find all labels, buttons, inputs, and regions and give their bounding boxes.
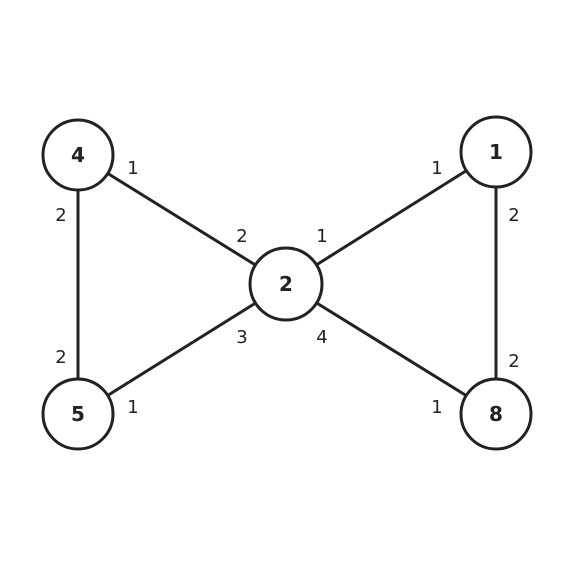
node-1: 1 bbox=[459, 115, 533, 189]
edge-4-2 bbox=[77, 153, 287, 286]
node-5-circle bbox=[41, 377, 115, 451]
port-label-5-to-2: 1 bbox=[127, 397, 138, 418]
port-label-4-to-2: 1 bbox=[127, 158, 138, 179]
node-4-label: 4 bbox=[71, 143, 85, 167]
port-label-1-to-2: 1 bbox=[431, 158, 442, 179]
port-label-2-to-5: 3 bbox=[236, 327, 247, 348]
node-8-label: 8 bbox=[489, 402, 503, 426]
port-label-8-to-1: 2 bbox=[508, 351, 519, 372]
node-1-circle bbox=[459, 115, 533, 189]
node-5-label: 5 bbox=[71, 402, 85, 426]
edge-2-5 bbox=[77, 282, 287, 416]
node-4: 4 bbox=[41, 118, 115, 192]
node-2: 2 bbox=[248, 246, 324, 322]
port-label-8-to-2: 1 bbox=[431, 397, 442, 418]
port-label-5-to-4: 2 bbox=[55, 347, 66, 368]
node-8: 8 bbox=[459, 377, 533, 451]
port-label-2-to-1: 1 bbox=[316, 226, 327, 247]
edge-2-8 bbox=[285, 282, 497, 416]
port-label-4-to-5: 2 bbox=[55, 205, 66, 226]
node-4-circle bbox=[41, 118, 115, 192]
node-8-circle bbox=[459, 377, 533, 451]
node-1-label: 1 bbox=[489, 140, 503, 164]
port-label-1-to-8: 2 bbox=[508, 205, 519, 226]
node-2-label: 2 bbox=[279, 272, 293, 296]
node-2-circle bbox=[248, 246, 324, 322]
node-5: 5 bbox=[41, 377, 115, 451]
port-label-2-to-4: 2 bbox=[236, 226, 247, 247]
edge-2-1 bbox=[285, 150, 497, 286]
port-label-2-to-8: 4 bbox=[316, 327, 327, 348]
